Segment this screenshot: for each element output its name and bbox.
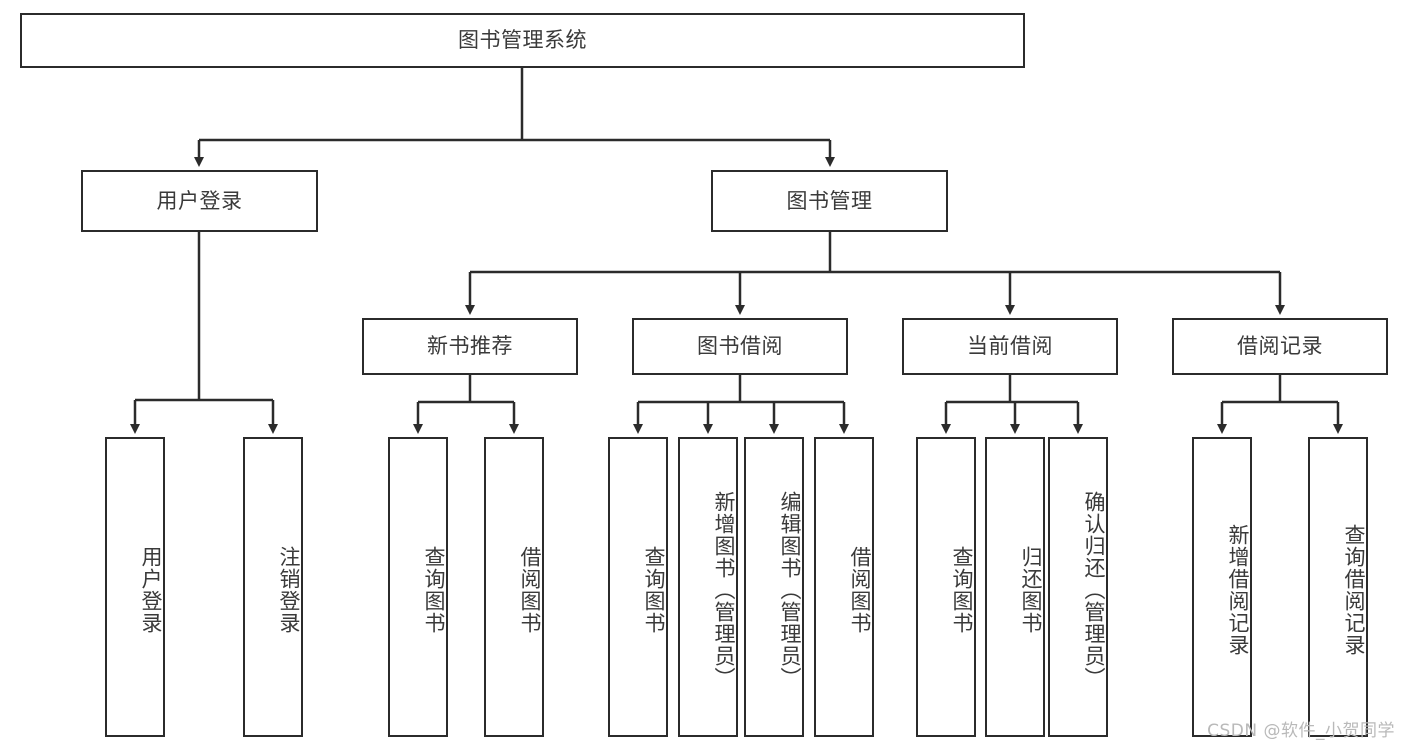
node-book-manage-label: 图书管理: [786, 188, 873, 213]
node-leaf-add-record-label: 新增借阅记录: [1226, 524, 1250, 656]
node-current-borrow-label: 当前借阅: [967, 334, 1053, 359]
node-leaf-edit-book[interactable]: 编辑图书（管理员）: [744, 437, 804, 737]
node-borrow-record[interactable]: 借阅记录: [1172, 318, 1388, 375]
node-leaf-confirm-return-label: 确认归还（管理员）: [1082, 491, 1106, 689]
node-leaf-user-login[interactable]: 用户登录: [105, 437, 165, 737]
node-borrow-record-label: 借阅记录: [1237, 334, 1323, 359]
node-leaf-query-book-3[interactable]: 查询图书: [916, 437, 976, 737]
node-leaf-query-book-1-label: 查询图书: [422, 546, 446, 634]
node-root[interactable]: 图书管理系统: [20, 13, 1025, 68]
node-leaf-add-book-label: 新增图书（管理员）: [712, 491, 736, 689]
node-leaf-add-book[interactable]: 新增图书（管理员）: [678, 437, 738, 737]
node-book-borrow[interactable]: 图书借阅: [632, 318, 848, 375]
node-leaf-borrow-book-1-label: 借阅图书: [518, 546, 542, 634]
node-new-book-rec-label: 新书推荐: [427, 334, 513, 359]
node-book-borrow-label: 图书借阅: [697, 334, 783, 359]
node-leaf-add-record[interactable]: 新增借阅记录: [1192, 437, 1252, 737]
node-leaf-edit-book-label: 编辑图书（管理员）: [778, 491, 802, 689]
node-book-manage[interactable]: 图书管理: [711, 170, 948, 232]
node-leaf-query-book-1[interactable]: 查询图书: [388, 437, 448, 737]
node-leaf-borrow-book-2[interactable]: 借阅图书: [814, 437, 874, 737]
watermark: CSDN @软件_小贺同学: [1207, 721, 1395, 741]
node-current-borrow[interactable]: 当前借阅: [902, 318, 1118, 375]
node-leaf-query-record-label: 查询借阅记录: [1342, 524, 1366, 656]
node-leaf-query-book-2-label: 查询图书: [642, 546, 666, 634]
node-leaf-borrow-book-1[interactable]: 借阅图书: [484, 437, 544, 737]
node-leaf-query-book-2[interactable]: 查询图书: [608, 437, 668, 737]
node-leaf-confirm-return[interactable]: 确认归还（管理员）: [1048, 437, 1108, 737]
node-user-login-label: 用户登录: [156, 188, 243, 213]
node-new-book-rec[interactable]: 新书推荐: [362, 318, 578, 375]
node-user-login[interactable]: 用户登录: [81, 170, 318, 232]
node-leaf-user-logout[interactable]: 注销登录: [243, 437, 303, 737]
node-leaf-borrow-book-2-label: 借阅图书: [848, 546, 872, 634]
node-leaf-query-book-3-label: 查询图书: [950, 546, 974, 634]
node-leaf-return-book-label: 归还图书: [1019, 546, 1043, 634]
node-leaf-query-record[interactable]: 查询借阅记录: [1308, 437, 1368, 737]
node-root-label: 图书管理系统: [458, 28, 587, 53]
node-leaf-return-book[interactable]: 归还图书: [985, 437, 1045, 737]
node-leaf-user-logout-label: 注销登录: [277, 546, 301, 634]
node-leaf-user-login-label: 用户登录: [139, 546, 163, 634]
